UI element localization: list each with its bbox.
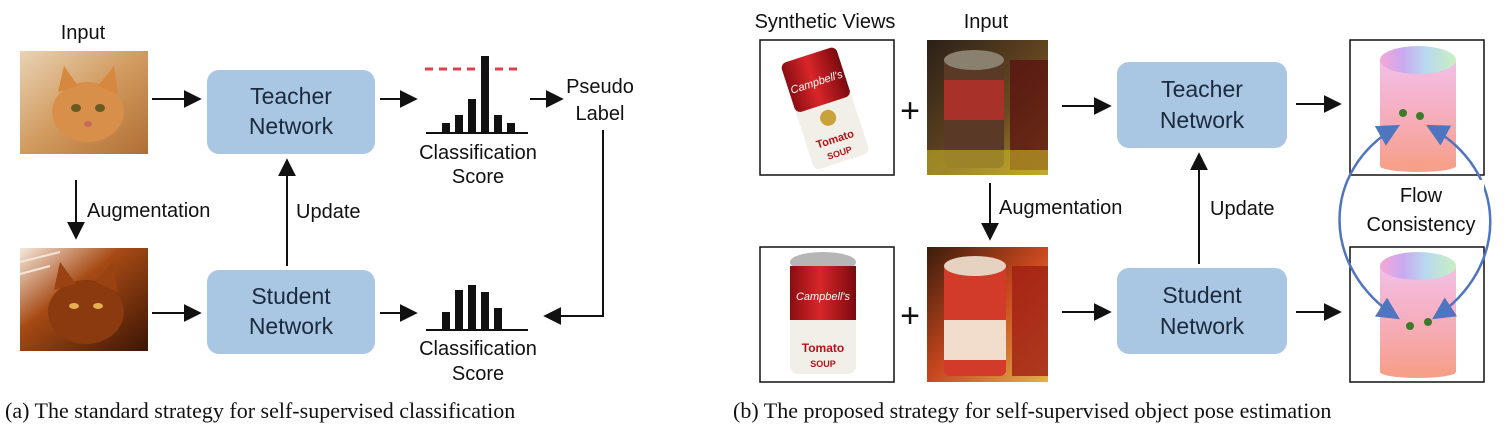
keypoint-bottom-right (1424, 318, 1432, 326)
synthetic-views-label: Synthetic Views (755, 11, 896, 33)
input-cat-image (20, 51, 148, 154)
right-update-label: Update (1210, 198, 1275, 220)
hist-bot-bar-4 (481, 292, 489, 329)
left-augmentation-label: Augmentation (87, 200, 210, 222)
flow-map-bottom (1349, 246, 1485, 383)
hist-top-bar-6 (507, 123, 515, 132)
right-student-line2: Network (1160, 313, 1245, 339)
left-teacher-line1: Teacher (250, 83, 332, 109)
can-brand-bottom: Campbell's (796, 291, 851, 303)
right-student-network: Student Network (1117, 268, 1287, 354)
can-soup-bottom: SOUP (810, 359, 836, 369)
hist-bot-bar-5 (494, 308, 502, 329)
hist-top-bar-5 (494, 115, 502, 132)
can-sub-bottom: Tomato (802, 341, 844, 355)
pseudo-label-line1: Pseudo (566, 76, 634, 98)
hist-top-bar-4 (481, 56, 489, 132)
pseudo-label-line2: Label (576, 103, 625, 125)
right-teacher-line2: Network (1160, 107, 1245, 133)
keypoint-top-right (1416, 112, 1424, 120)
hist-top-bar-2 (455, 115, 463, 132)
left-teacher-network: Teacher Network (207, 70, 375, 154)
left-caption: (a) The standard strategy for self-super… (5, 398, 515, 423)
top-score-line1: Classification (419, 142, 537, 164)
left-input-label: Input (61, 22, 106, 44)
input-real-image (927, 40, 1048, 175)
flow-label-line1: Flow (1400, 185, 1443, 207)
hist-top-bar-3 (468, 99, 476, 132)
input-augmented-image (927, 247, 1048, 382)
synthetic-view-bottom: Campbell's Tomato SOUP (759, 246, 895, 383)
right-input-label: Input (964, 11, 1009, 33)
left-student-line2: Network (249, 313, 334, 339)
hist-top-bar-1 (442, 123, 450, 132)
flow-label-line2: Consistency (1367, 214, 1476, 236)
right-augmentation-label: Augmentation (999, 197, 1122, 219)
flow-arrow-right (1426, 124, 1492, 320)
top-score-line2: Score (452, 166, 504, 188)
right-caption: (b) The proposed strategy for self-super… (733, 398, 1331, 423)
left-student-line1: Student (251, 283, 331, 309)
right-student-line1: Student (1162, 282, 1242, 308)
arrow-pseudo-to-bottom-score (543, 130, 604, 325)
hist-bot-bar-1 (442, 312, 450, 329)
right-teacher-network: Teacher Network (1117, 62, 1287, 148)
left-teacher-line2: Network (249, 113, 334, 139)
bottom-score-line2: Score (452, 363, 504, 385)
keypoint-bottom-left (1406, 322, 1414, 330)
bottom-classification-histogram (426, 285, 528, 331)
augmented-cat-image (19, 248, 148, 351)
bottom-score-line1: Classification (419, 338, 537, 360)
flow-arrow-left (1338, 124, 1400, 320)
left-student-network: Student Network (207, 270, 375, 354)
right-teacher-line1: Teacher (1161, 76, 1243, 102)
left-update-label: Update (296, 201, 361, 223)
synthetic-view-top: Campbell's Tomato SOUP (759, 39, 895, 176)
top-classification-histogram (425, 56, 528, 134)
hist-bot-bar-2 (455, 290, 463, 329)
keypoint-top-left (1399, 109, 1407, 117)
plus-bottom: + (900, 297, 920, 335)
hist-bot-bar-3 (468, 285, 476, 329)
plus-top: + (900, 92, 920, 130)
